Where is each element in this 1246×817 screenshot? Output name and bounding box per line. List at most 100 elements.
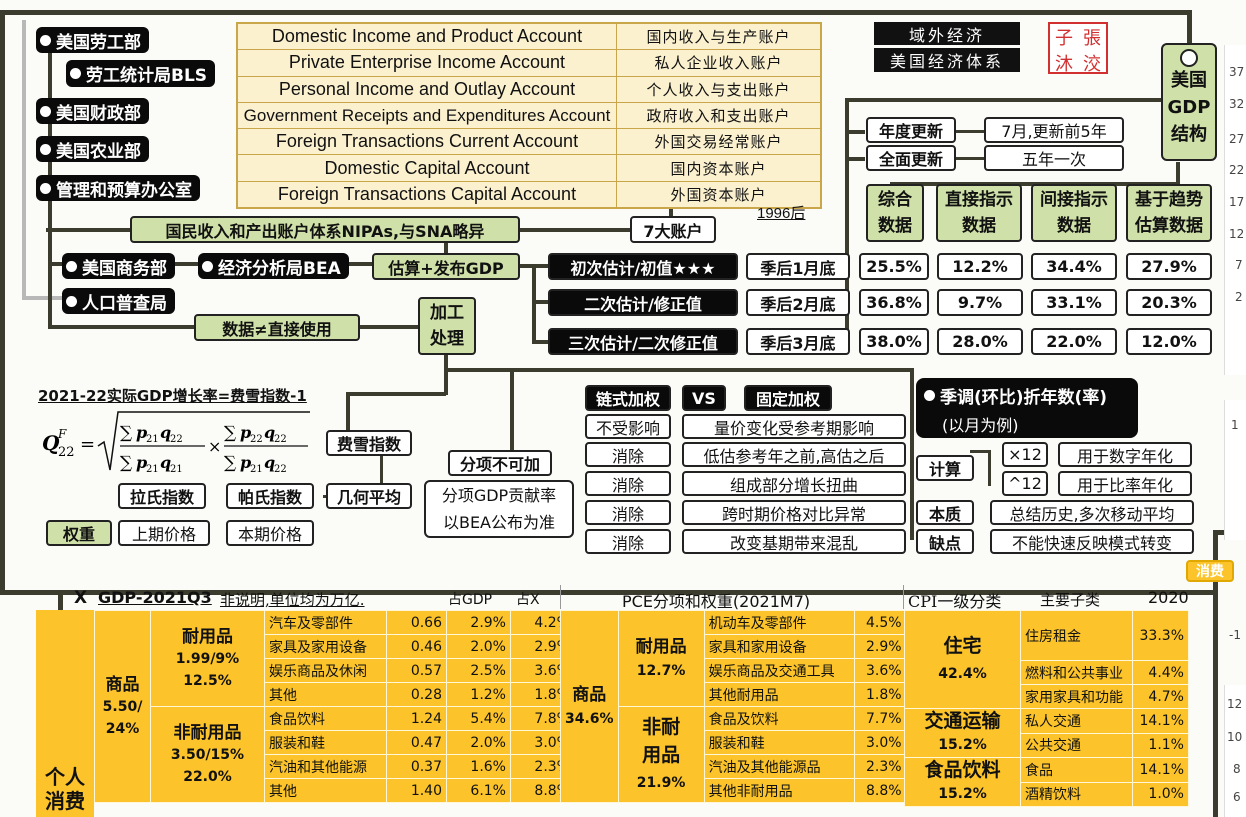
connector	[1187, 10, 1192, 50]
chain-left: 消除	[585, 529, 671, 554]
comprehensive-update-label: 全面更新	[866, 145, 956, 171]
svg-text:Q: Q	[42, 431, 60, 455]
cpi-row-label: 公共交通	[1020, 732, 1133, 758]
edge-number: 12	[1229, 227, 1245, 241]
estimate-timing-1: 季后1月底	[746, 253, 850, 280]
personal-consumption-cell: 个人消费	[36, 610, 94, 817]
cpi-row-weight: 33.3%	[1132, 610, 1189, 661]
p12-use: 用于比率年化	[1058, 471, 1192, 496]
svg-text:21: 21	[146, 434, 159, 445]
bullet-icon	[40, 105, 51, 117]
defect-value: 不能快速反映模式转变	[990, 529, 1194, 554]
col-x-header: 占X	[516, 592, 540, 608]
curr-price-node: 本期价格	[226, 520, 314, 546]
row-value: 1.24	[386, 706, 447, 731]
estimate-publish-node: 估算+发布GDP	[372, 253, 520, 280]
account-zh: 国内收入与生产账户	[646, 28, 791, 47]
svg-text:21: 21	[146, 464, 159, 475]
cpi-food-name: 食品饮料	[924, 759, 1001, 781]
connector	[945, 157, 985, 160]
chain-right: 低估参考年之前,高估之后	[682, 442, 906, 467]
bullet-icon	[66, 295, 77, 307]
svg-text:q: q	[264, 453, 275, 472]
nonadditive-title: 分项不可加	[448, 450, 552, 476]
account-zh: 外国资本账户	[670, 185, 767, 204]
estimate-value: 22.0%	[1031, 328, 1117, 355]
durable-pct: 12.5%	[183, 672, 232, 689]
annual-update-label: 年度更新	[866, 117, 956, 143]
title-line2: 美国经济体系	[874, 48, 1020, 72]
gdp-structure-line: 结构	[1171, 124, 1207, 145]
seasonal-title-box: 季调(环比)折年数(率) (以月为例)	[916, 378, 1138, 438]
row-gdp-share: 2.0%	[446, 634, 511, 659]
pce-row-weight: 3.0%	[853, 730, 907, 755]
pce-goods-pct: 34.6%	[565, 710, 614, 727]
row-label: 家具及家用设备	[264, 634, 387, 659]
connector	[669, 198, 673, 230]
pce-row-weight: 7.7%	[853, 706, 907, 731]
connector	[532, 264, 536, 344]
connector	[945, 130, 985, 133]
processing-line: 处理	[430, 329, 464, 349]
fixed-weighting-label: 固定加权	[744, 385, 832, 411]
pce-nondurable-name: 非耐	[642, 715, 681, 738]
defect-label: 缺点	[916, 529, 974, 554]
svg-text:21: 21	[250, 464, 263, 475]
agency-agriculture: 美国农业部	[36, 136, 149, 162]
row-gdp-share: 5.4%	[446, 706, 511, 731]
account-en: Foreign Transactions Capital Account	[238, 181, 617, 208]
nondurable-pct: 22.0%	[183, 768, 232, 785]
table-left-note: 非说明,单位均为万亿.	[220, 591, 365, 609]
row-gdp-share: 6.1%	[446, 778, 511, 803]
svg-text:p: p	[136, 423, 147, 442]
estimate-value: 12.2%	[937, 253, 1023, 280]
row-gdp-share: 1.2%	[446, 682, 511, 707]
pce-row-label: 娱乐商品及交通工具	[703, 658, 855, 683]
estimate-value: 27.9%	[1126, 253, 1212, 280]
weight-node: 权重	[46, 520, 112, 546]
connector	[346, 392, 446, 396]
account-zh: 私人企业收入账户	[654, 54, 783, 73]
seal-stamp: 子張 沐洨	[1048, 22, 1108, 75]
svg-text:p: p	[136, 453, 147, 472]
row-value: 0.57	[386, 658, 447, 683]
connector	[845, 98, 849, 348]
agency-bea: 经济分析局BEA	[198, 253, 349, 279]
agency-omb: 管理和预算办公室	[36, 175, 200, 201]
cpi-transport-pct: 15.2%	[938, 737, 987, 753]
cpi-row-label: 家用家具和功能	[1020, 684, 1133, 709]
connector	[532, 340, 552, 344]
calc-label: 计算	[916, 455, 974, 481]
row-value: 0.66	[386, 610, 447, 635]
bullet-icon	[40, 182, 51, 194]
cpi-housing-pct: 42.4%	[938, 665, 987, 682]
source-header-indirect: 间接指示数据	[1031, 184, 1117, 242]
svg-text:q: q	[160, 453, 171, 472]
nondurable-value: 3.50/15%	[170, 746, 245, 763]
pce-row-weight: 4.5%	[853, 610, 907, 635]
seasonal-subtitle: (以月为例)	[942, 416, 1019, 435]
source-header-line: 数据	[1057, 216, 1091, 236]
row-value: 0.47	[386, 730, 447, 755]
pce-durable-pct: 12.7%	[636, 662, 686, 679]
bullet-icon	[202, 260, 213, 272]
agency-census: 人口普查局	[62, 288, 175, 314]
consumption-tag: 消费	[1186, 560, 1234, 582]
cpi-row-label: 私人交通	[1020, 708, 1133, 734]
connector	[970, 450, 990, 453]
edge-number: 10	[1227, 730, 1243, 744]
svg-text:∑: ∑	[224, 423, 236, 443]
table-x-header: X	[74, 588, 88, 608]
row-value: 0.37	[386, 754, 447, 779]
